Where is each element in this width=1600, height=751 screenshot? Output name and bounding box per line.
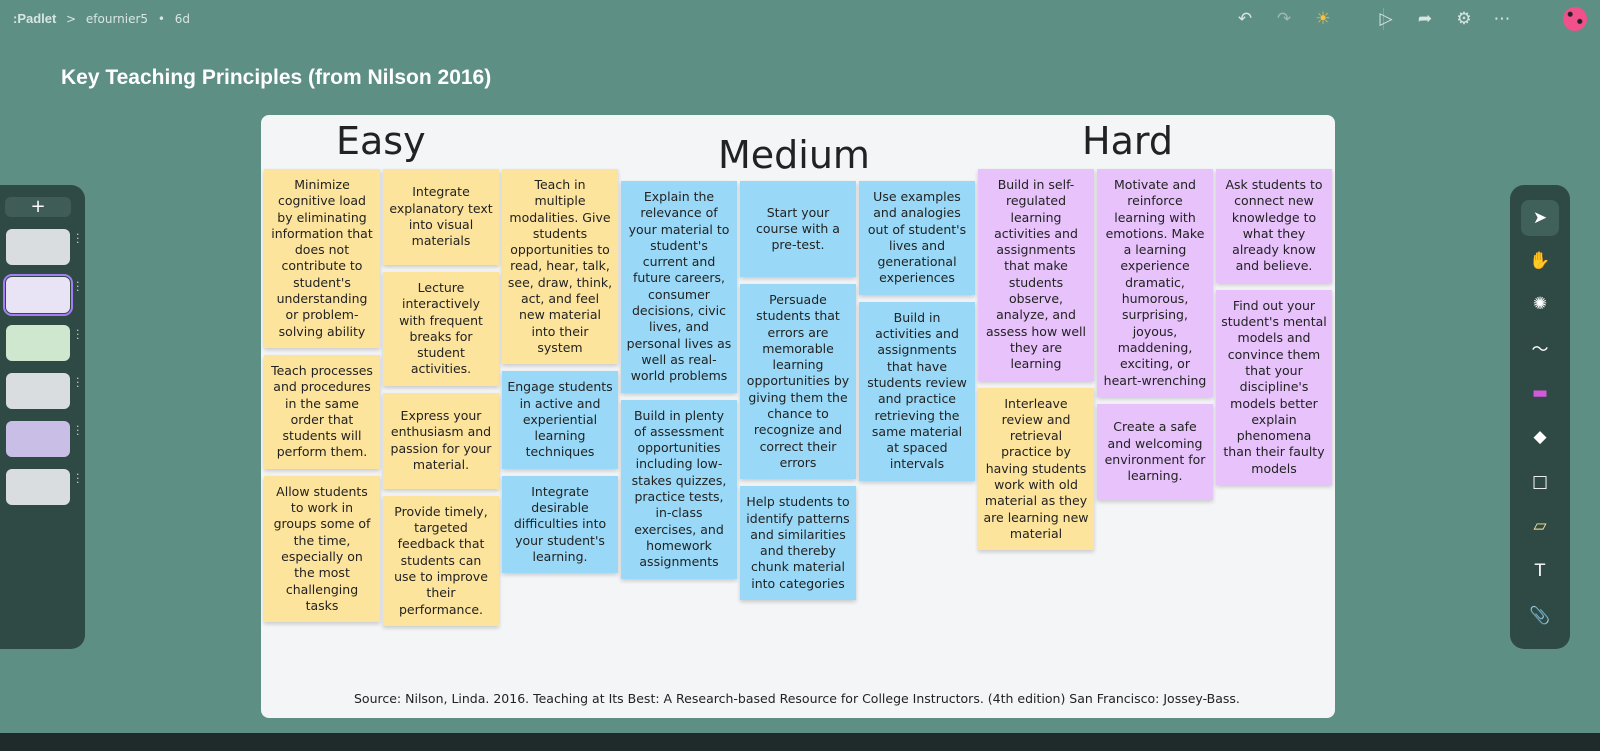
sticky-note[interactable]: Express your enthusiasm and passion for … (383, 392, 499, 489)
owner-link[interactable]: efournier5 (85, 12, 149, 26)
slide-menu-icon[interactable]: ··· (76, 228, 80, 249)
slide-thumbnail[interactable] (6, 325, 70, 361)
eraser-icon[interactable]: ◆ (1533, 427, 1547, 447)
divider (1383, 8, 1384, 30)
note-column: Integrate explanatory text into visual m… (383, 169, 499, 626)
heading-medium: Medium (718, 133, 870, 177)
sticky-note[interactable]: Teach processes and procedures in the sa… (264, 354, 380, 469)
heading-easy: Easy (336, 119, 426, 163)
shape-icon[interactable]: □ (1531, 472, 1549, 492)
slide-menu-icon[interactable]: ··· (76, 468, 80, 489)
redo-icon[interactable]: ↷ (1276, 9, 1292, 29)
note-column: Minimize cognitive load by eliminating i… (264, 169, 380, 623)
sticky-note[interactable]: Motivate and reinforce learning with emo… (1097, 169, 1213, 397)
sticky-note[interactable]: Find out your student's mental models an… (1216, 289, 1332, 486)
sticky-note[interactable]: Explain the relevance of your material t… (621, 181, 737, 393)
page-title: Key Teaching Principles (from Nilson 201… (61, 66, 492, 89)
sticky-note[interactable]: Allow students to work in groups some of… (264, 475, 380, 623)
sticky-note[interactable]: Create a safe and welcoming environment … (1097, 403, 1213, 500)
slide-thumbnail-selected[interactable] (3, 274, 73, 316)
note-column: Build in self-regulated learning activit… (978, 169, 1094, 551)
top-bar: :Padlet > efournier5 • 6d ↶ ↷ ☀ ▷ ➦ ⚙ ⋯ (0, 0, 1600, 38)
gear-icon[interactable]: ⚙ (1456, 9, 1472, 29)
slide-thumbnail[interactable] (6, 373, 70, 409)
slide-menu-icon[interactable]: ··· (76, 276, 80, 297)
sticky-note[interactable]: Integrate explanatory text into visual m… (383, 169, 499, 265)
hand-icon[interactable]: ✋ (1529, 251, 1551, 271)
note-column: Teach in multiple modalities. Give stude… (502, 169, 618, 574)
sticky-note[interactable]: Integrate desirable difficulties into yo… (502, 475, 618, 574)
heading-hard: Hard (1082, 119, 1173, 163)
sticky-note[interactable]: Build in self-regulated learning activit… (978, 169, 1094, 381)
sticky-note[interactable]: Ask students to connect new knowledge to… (1216, 169, 1332, 283)
note-column: Motivate and reinforce learning with emo… (1097, 169, 1213, 500)
slide-menu-icon[interactable]: ··· (76, 372, 80, 393)
avatar[interactable] (1563, 7, 1587, 31)
breadcrumb-separator: > (66, 12, 77, 26)
share-icon[interactable]: ➦ (1417, 9, 1433, 29)
padlet-logo[interactable]: :Padlet (13, 11, 57, 26)
source-citation: Source: Nilson, Linda. 2016. Teaching at… (354, 691, 1240, 706)
sticky-note[interactable]: Persuade students that errors are memora… (740, 284, 856, 480)
text-icon[interactable]: T (1534, 561, 1546, 581)
sticky-note-icon[interactable]: ▱ (1533, 516, 1547, 536)
note-column: Use examples and analogies out of studen… (859, 181, 975, 481)
more-icon[interactable]: ⋯ (1493, 9, 1511, 29)
pen-icon[interactable]: 〜 (1531, 340, 1549, 360)
sticky-note[interactable]: Provide timely, targeted feedback that s… (383, 495, 499, 626)
slide-menu-icon[interactable]: ··· (76, 324, 80, 345)
note-column: Start your course with a pre-test. Persu… (740, 181, 856, 601)
sticky-note[interactable]: Minimize cognitive load by eliminating i… (264, 169, 380, 348)
brightness-icon[interactable]: ☀ (1315, 9, 1331, 29)
drawing-toolbar: ➤ ✋ ✺ 〜 ▬ ◆ □ ▱ T 📎 (1510, 185, 1570, 649)
add-slide-button[interactable]: + (5, 197, 71, 217)
sticky-note[interactable]: Lecture interactively with frequent brea… (383, 272, 499, 386)
sticky-note[interactable]: Start your course with a pre-test. (740, 181, 856, 277)
magic-icon[interactable]: ✺ (1532, 294, 1548, 314)
sticky-note[interactable]: Build in plenty of assessment opportunit… (621, 399, 737, 579)
age-label: 6d (174, 12, 191, 26)
breadcrumb: > efournier5 • 6d (66, 12, 196, 26)
dot-separator: • (157, 12, 165, 26)
sticky-note[interactable]: Use examples and analogies out of studen… (859, 181, 975, 295)
slide-thumbnail[interactable] (6, 421, 70, 457)
sticky-note[interactable]: Teach in multiple modalities. Give stude… (502, 169, 618, 365)
highlighter-icon[interactable]: ▬ (1531, 383, 1549, 403)
slide-menu-icon[interactable]: ··· (76, 420, 80, 441)
note-column: Ask students to connect new knowledge to… (1216, 169, 1332, 486)
sticky-note[interactable]: Engage students in active and experienti… (502, 371, 618, 469)
sticky-note[interactable]: Build in activities and assignments that… (859, 301, 975, 481)
slide-thumbnail[interactable] (6, 469, 70, 505)
play-icon[interactable]: ▷ (1379, 9, 1393, 29)
whiteboard[interactable]: Easy Medium Hard Minimize cognitive load… (261, 115, 1335, 718)
slide-thumbnail[interactable] (6, 229, 70, 265)
undo-icon[interactable]: ↶ (1237, 9, 1253, 29)
taskbar (0, 733, 1600, 751)
select-icon[interactable]: ➤ (1521, 200, 1559, 236)
sticky-note[interactable]: Help students to identify patterns and s… (740, 486, 856, 601)
note-column: Explain the relevance of your material t… (621, 181, 737, 579)
sticky-note[interactable]: Interleave review and retrieval practice… (978, 387, 1094, 551)
attachment-icon[interactable]: 📎 (1529, 606, 1551, 626)
slides-panel: + ··· ··· ··· ··· ··· ··· (0, 185, 85, 649)
